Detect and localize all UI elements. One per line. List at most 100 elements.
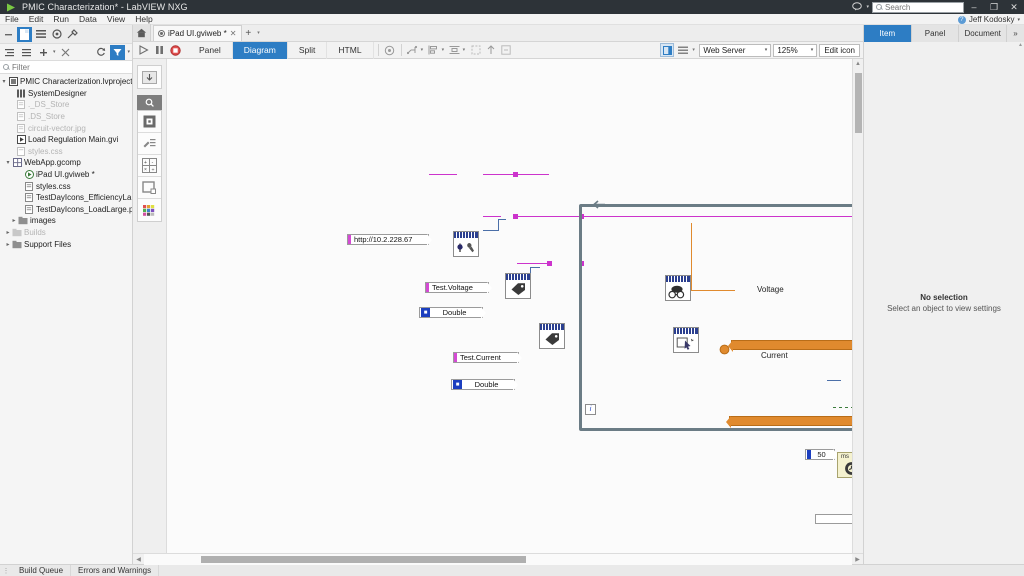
while-loop-structure[interactable] [579, 204, 852, 431]
voltage-tag-name-constant[interactable]: Test.Voltage [425, 282, 492, 294]
tree-item-support-files[interactable]: ▸ Support Files [0, 238, 132, 250]
status-build-queue[interactable]: Build Queue [12, 564, 72, 576]
align-caret-icon[interactable]: ▾ [441, 47, 445, 53]
current-tag-name-constant[interactable]: Test.Current [453, 352, 522, 364]
voltage-type-constant[interactable]: ■ Double [419, 307, 486, 319]
current-indicator-terminal[interactable]: DBL [726, 416, 852, 428]
menu-help[interactable]: Help [135, 13, 153, 24]
palette-search-icon[interactable] [137, 95, 162, 110]
menu-run[interactable]: Run [53, 13, 69, 24]
tree-item-ds-store[interactable]: .DS_Store [0, 111, 132, 123]
tab-panel-config[interactable]: Panel [912, 25, 960, 42]
tree-item-circuit-vector[interactable]: circuit-vector.jpg [0, 122, 132, 134]
remove-icon[interactable] [58, 45, 73, 60]
twisty-icon[interactable]: ▸ [6, 241, 10, 248]
zoom-selector[interactable]: 125% ▾ [773, 43, 818, 57]
document-tab-ipad-ui[interactable]: iPad UI.gviweb * ✕ [153, 25, 243, 41]
add-icon[interactable] [36, 45, 51, 60]
refresh-icon[interactable] [93, 45, 108, 60]
search-input[interactable] [885, 2, 960, 12]
tab-diagram[interactable]: Diagram [232, 41, 288, 59]
reorder-icon[interactable] [484, 43, 498, 57]
tree-item-ipad-ui-gviweb[interactable]: iPad UI.gviweb * [0, 169, 132, 181]
add-tab-button[interactable]: + [245, 27, 252, 39]
tab-panel[interactable]: Panel [188, 41, 233, 59]
configure-tag-node[interactable] [453, 231, 479, 257]
tree-item-systemdesigner[interactable]: SystemDesigner [0, 88, 132, 100]
edit-icon-button[interactable]: Edit icon [819, 43, 860, 57]
configuration-scrollbar[interactable]: ▲ [1017, 42, 1024, 564]
tree-item-webapp-gcomp[interactable]: ▾ WebApp.gcomp [0, 157, 132, 169]
global-search[interactable] [872, 1, 964, 13]
menu-file[interactable]: File [5, 13, 19, 24]
list-menu-caret-icon[interactable]: ▾ [692, 47, 695, 53]
create-current-tag-node[interactable] [539, 323, 565, 349]
tab-split[interactable]: Split [288, 41, 328, 59]
tree-item-ds-store-alt[interactable]: ._DS_Store [0, 99, 132, 111]
scroll-right-arrow-icon[interactable]: ▶ [855, 556, 860, 563]
scroll-up-arrow-icon[interactable]: ▲ [1018, 42, 1023, 48]
right-panel-icon[interactable] [660, 43, 675, 57]
filter-caret-icon[interactable]: ▾ [127, 49, 130, 55]
tab-document[interactable]: Document [959, 25, 1008, 42]
status-errors-warnings[interactable]: Errors and Warnings [71, 564, 160, 576]
user-caret-icon[interactable]: ▾ [1017, 16, 1020, 23]
horizontal-scroll-track[interactable] [144, 553, 852, 565]
wait-value-constant[interactable]: 50 [805, 449, 838, 461]
configuration-more-button[interactable]: » [1013, 29, 1018, 38]
target-icon[interactable] [49, 27, 64, 42]
menu-view[interactable]: View [106, 13, 126, 24]
target-selector[interactable]: Web Server ▾ [699, 43, 772, 57]
add-caret-icon[interactable]: ▾ [53, 49, 56, 55]
programming-palette-icon[interactable] [138, 111, 161, 133]
read-voltage-tag-node[interactable] [665, 275, 691, 301]
filter-icon[interactable] [110, 44, 126, 60]
url-string-constant[interactable]: http://10.2.228.67 [347, 234, 432, 246]
close-button[interactable]: ✕ [1010, 1, 1018, 12]
run-icon[interactable] [136, 43, 151, 58]
scroll-up-arrow-icon[interactable]: ▲ [855, 61, 861, 67]
clean-up-caret-icon[interactable]: ▾ [420, 47, 424, 53]
abort-icon[interactable] [168, 43, 183, 58]
tree-item-images[interactable]: ▸ images [0, 215, 132, 227]
tree-item-styles-css[interactable]: styles.css [0, 180, 132, 192]
scroll-left-arrow-icon[interactable]: ◀ [136, 556, 141, 563]
tree-item-load-regulation-main[interactable]: Load Regulation Main.gvi [0, 134, 132, 146]
menu-edit[interactable]: Edit [28, 13, 44, 24]
snippet-icon[interactable] [499, 43, 513, 57]
voltage-indicator-terminal[interactable]: DBL [728, 340, 852, 352]
horizontal-scroll-thumb[interactable] [200, 555, 527, 563]
create-voltage-tag-node[interactable] [505, 273, 531, 299]
vertical-scroll-thumb[interactable] [855, 73, 862, 133]
menu-data[interactable]: Data [78, 13, 97, 24]
tree-item-builds[interactable]: ▸ Builds [0, 227, 132, 239]
tree-item-loadlarge-png[interactable]: TestDayIcons_LoadLarge.png [0, 204, 132, 216]
close-icon[interactable]: ✕ [229, 29, 237, 38]
list-icon[interactable] [33, 27, 48, 42]
twisty-icon[interactable]: ▸ [12, 218, 16, 225]
highlight-execution-icon[interactable] [383, 43, 397, 57]
twisty-icon[interactable]: ▾ [2, 79, 6, 86]
chevron-down-icon[interactable]: ▾ [764, 47, 768, 53]
stop-false-constant[interactable]: F [815, 514, 852, 524]
tree-item-project[interactable]: ▾ PMIC Characterization.lvproject * [0, 76, 132, 88]
structures-palette-icon[interactable] [138, 177, 161, 199]
twisty-icon[interactable]: ▾ [6, 160, 10, 167]
add-tab-caret-icon[interactable]: ▾ [257, 30, 260, 36]
canvas-horizontal-scrollbar[interactable]: ◀ ▶ [133, 553, 863, 565]
minimize-button[interactable]: – [971, 2, 977, 12]
distribute-objects-icon[interactable] [448, 43, 462, 57]
wait-ms-node[interactable]: ms [837, 452, 852, 478]
project-filter-input[interactable] [12, 62, 129, 72]
clean-up-diagram-icon[interactable] [406, 43, 420, 57]
canvas-vertical-scrollbar[interactable]: ▲ [852, 59, 863, 553]
chat-caret-icon[interactable]: ▾ [866, 4, 869, 10]
tools-icon[interactable] [65, 27, 80, 42]
colors-palette-icon[interactable] [138, 199, 161, 221]
tree-item-efficiency-png[interactable]: TestDayIcons_EfficiencyLar... [0, 192, 132, 204]
indent-icon[interactable] [2, 45, 17, 60]
pause-icon[interactable] [152, 43, 167, 58]
home-icon[interactable] [133, 24, 151, 41]
restore-button[interactable]: ❐ [989, 1, 999, 12]
list-lines-icon[interactable] [19, 45, 34, 60]
